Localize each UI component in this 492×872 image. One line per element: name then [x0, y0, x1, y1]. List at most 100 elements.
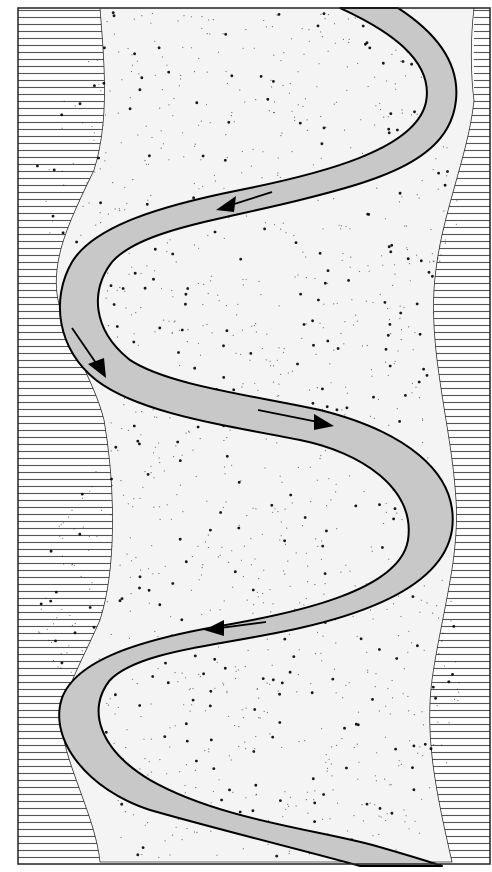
sand-dot: [344, 414, 345, 415]
sand-dot: [394, 748, 397, 751]
sand-dot: [311, 691, 314, 694]
sand-dot: [323, 327, 324, 328]
sand-dot: [388, 131, 391, 134]
sand-dot: [155, 75, 156, 76]
sand-dot: [242, 279, 243, 280]
sand-dot: [248, 650, 249, 651]
sand-dot: [320, 31, 321, 32]
sand-dot: [355, 315, 356, 316]
sand-dot: [224, 466, 225, 467]
sand-dot: [168, 159, 169, 160]
sand-dot: [385, 348, 388, 351]
sand-dot: [139, 575, 142, 578]
sand-dot: [407, 257, 410, 260]
sand-dot: [270, 361, 271, 362]
sand-dot: [432, 253, 433, 254]
sand-dot: [349, 682, 350, 683]
sand-dot: [335, 491, 336, 492]
sand-dot: [319, 323, 320, 324]
sand-dot: [121, 142, 122, 143]
sand-dot: [82, 498, 83, 499]
sand-dot: [386, 503, 387, 504]
sand-dot: [190, 711, 191, 712]
sand-dot: [187, 329, 188, 330]
sand-dot: [74, 565, 75, 566]
sand-dot: [201, 614, 202, 615]
sand-dot: [174, 672, 175, 673]
sand-dot: [106, 298, 107, 299]
sand-dot: [441, 254, 442, 255]
sand-dot: [321, 158, 322, 159]
sand-dot: [133, 52, 136, 55]
sand-dot: [380, 294, 381, 295]
sand-dot: [208, 535, 209, 536]
sand-dot: [245, 748, 246, 749]
sand-dot: [217, 662, 218, 663]
sand-dot: [328, 51, 329, 52]
sand-dot: [345, 565, 346, 566]
sand-dot: [313, 799, 314, 800]
sand-dot: [283, 223, 284, 224]
sand-dot: [426, 374, 429, 377]
sand-dot: [437, 705, 438, 706]
sand-dot: [212, 332, 213, 333]
sand-dot: [97, 157, 100, 160]
sand-dot: [358, 762, 359, 763]
sand-dot: [436, 605, 437, 606]
sand-dot: [223, 440, 224, 441]
sand-dot: [221, 547, 222, 548]
sand-dot: [105, 114, 106, 115]
sand-dot: [302, 28, 303, 29]
sand-dot: [313, 164, 314, 165]
sand-dot: [399, 318, 400, 319]
sand-dot: [314, 278, 315, 279]
sand-dot: [401, 109, 402, 110]
sand-dot: [189, 689, 190, 690]
sand-dot: [402, 60, 405, 63]
sand-dot: [264, 711, 265, 712]
sand-dot: [192, 450, 193, 451]
sand-dot: [406, 247, 407, 248]
sand-dot: [329, 759, 330, 760]
sand-dot: [246, 515, 247, 516]
sand-dot: [404, 821, 405, 822]
sand-dot: [153, 409, 154, 410]
sand-dot: [443, 210, 444, 211]
sand-dot: [107, 273, 108, 274]
sand-dot: [416, 644, 419, 647]
sand-dot: [187, 828, 188, 829]
sand-dot: [383, 523, 384, 524]
sand-dot: [304, 516, 307, 519]
sand-dot: [222, 376, 225, 379]
sand-dot: [127, 554, 128, 555]
sand-dot: [142, 487, 143, 488]
sand-dot: [373, 618, 374, 619]
sand-dot: [146, 203, 149, 206]
sand-dot: [371, 698, 374, 701]
sand-dot: [200, 676, 201, 677]
sand-dot: [336, 745, 337, 746]
sand-dot: [228, 789, 231, 792]
sand-dot: [200, 355, 201, 356]
sand-dot: [315, 653, 316, 654]
sand-dot: [129, 253, 130, 254]
sand-dot: [215, 180, 216, 181]
sand-dot: [398, 420, 401, 423]
sand-dot: [179, 459, 182, 462]
sand-dot: [88, 550, 89, 551]
sand-dot: [422, 442, 423, 443]
sand-dot: [383, 117, 384, 118]
sand-dot: [154, 270, 155, 271]
sand-dot: [459, 682, 460, 683]
sand-dot: [110, 284, 113, 287]
sand-dot: [320, 14, 321, 15]
sand-dot: [371, 376, 372, 377]
sand-dot: [411, 114, 412, 115]
sand-dot: [390, 333, 391, 334]
sand-dot: [263, 602, 264, 603]
sand-dot: [296, 691, 297, 692]
sand-dot: [144, 160, 145, 161]
sand-dot: [52, 215, 55, 218]
sand-dot: [253, 149, 254, 150]
sand-dot: [254, 784, 257, 787]
